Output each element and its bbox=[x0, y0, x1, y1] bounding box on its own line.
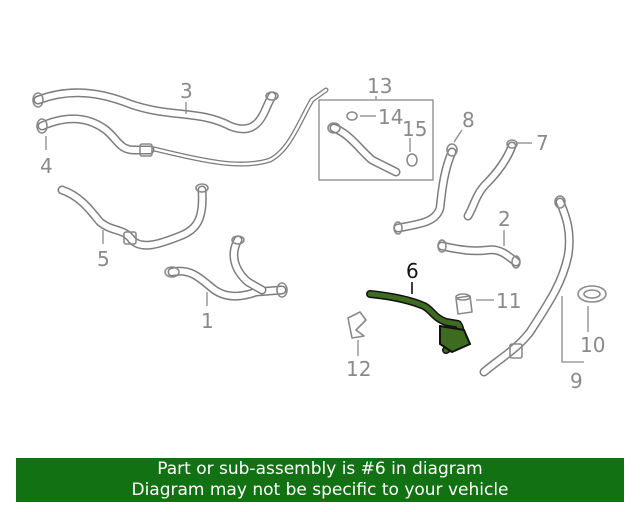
callout-10: 10 bbox=[580, 333, 605, 357]
banner-line-1: Part or sub-assembly is #6 in diagram bbox=[157, 459, 483, 479]
part-3-hose[interactable] bbox=[32, 87, 329, 167]
banner-line-2: Diagram may not be specific to your vehi… bbox=[131, 480, 509, 500]
part-11-plug[interactable] bbox=[455, 293, 473, 315]
callout-13: 13 bbox=[367, 74, 392, 98]
part-10-clamp[interactable] bbox=[577, 285, 607, 303]
callout-11: 11 bbox=[496, 289, 521, 313]
callout-6: 6 bbox=[406, 259, 419, 283]
info-banner: Part or sub-assembly is #6 in diagram Di… bbox=[16, 458, 624, 502]
callout-2: 2 bbox=[498, 207, 511, 231]
part-4-hose[interactable] bbox=[36, 114, 155, 157]
callout-9: 9 bbox=[570, 369, 583, 393]
callout-7: 7 bbox=[536, 131, 549, 155]
part-1-hose[interactable] bbox=[164, 235, 288, 301]
part-6-pipe-highlighted[interactable] bbox=[366, 290, 472, 354]
part-14-clip[interactable] bbox=[346, 111, 358, 121]
callout-1: 1 bbox=[201, 309, 214, 333]
callout-15: 15 bbox=[402, 117, 427, 141]
part-9-hose[interactable] bbox=[479, 195, 574, 377]
callout-8: 8 bbox=[462, 108, 475, 132]
leader-lines bbox=[45, 96, 589, 363]
part-2-hose[interactable] bbox=[437, 239, 521, 269]
callout-3: 3 bbox=[180, 79, 193, 103]
part-12-bracket[interactable] bbox=[347, 311, 367, 339]
callout-14: 14 bbox=[378, 105, 403, 129]
callout-5: 5 bbox=[97, 247, 110, 271]
callout-4: 4 bbox=[40, 154, 53, 178]
part-5-hose[interactable] bbox=[57, 183, 209, 250]
callout-12: 12 bbox=[346, 357, 371, 381]
part-15-oring[interactable] bbox=[406, 153, 418, 167]
part-8-hose[interactable] bbox=[393, 143, 458, 235]
part-7-hose[interactable] bbox=[463, 139, 518, 221]
